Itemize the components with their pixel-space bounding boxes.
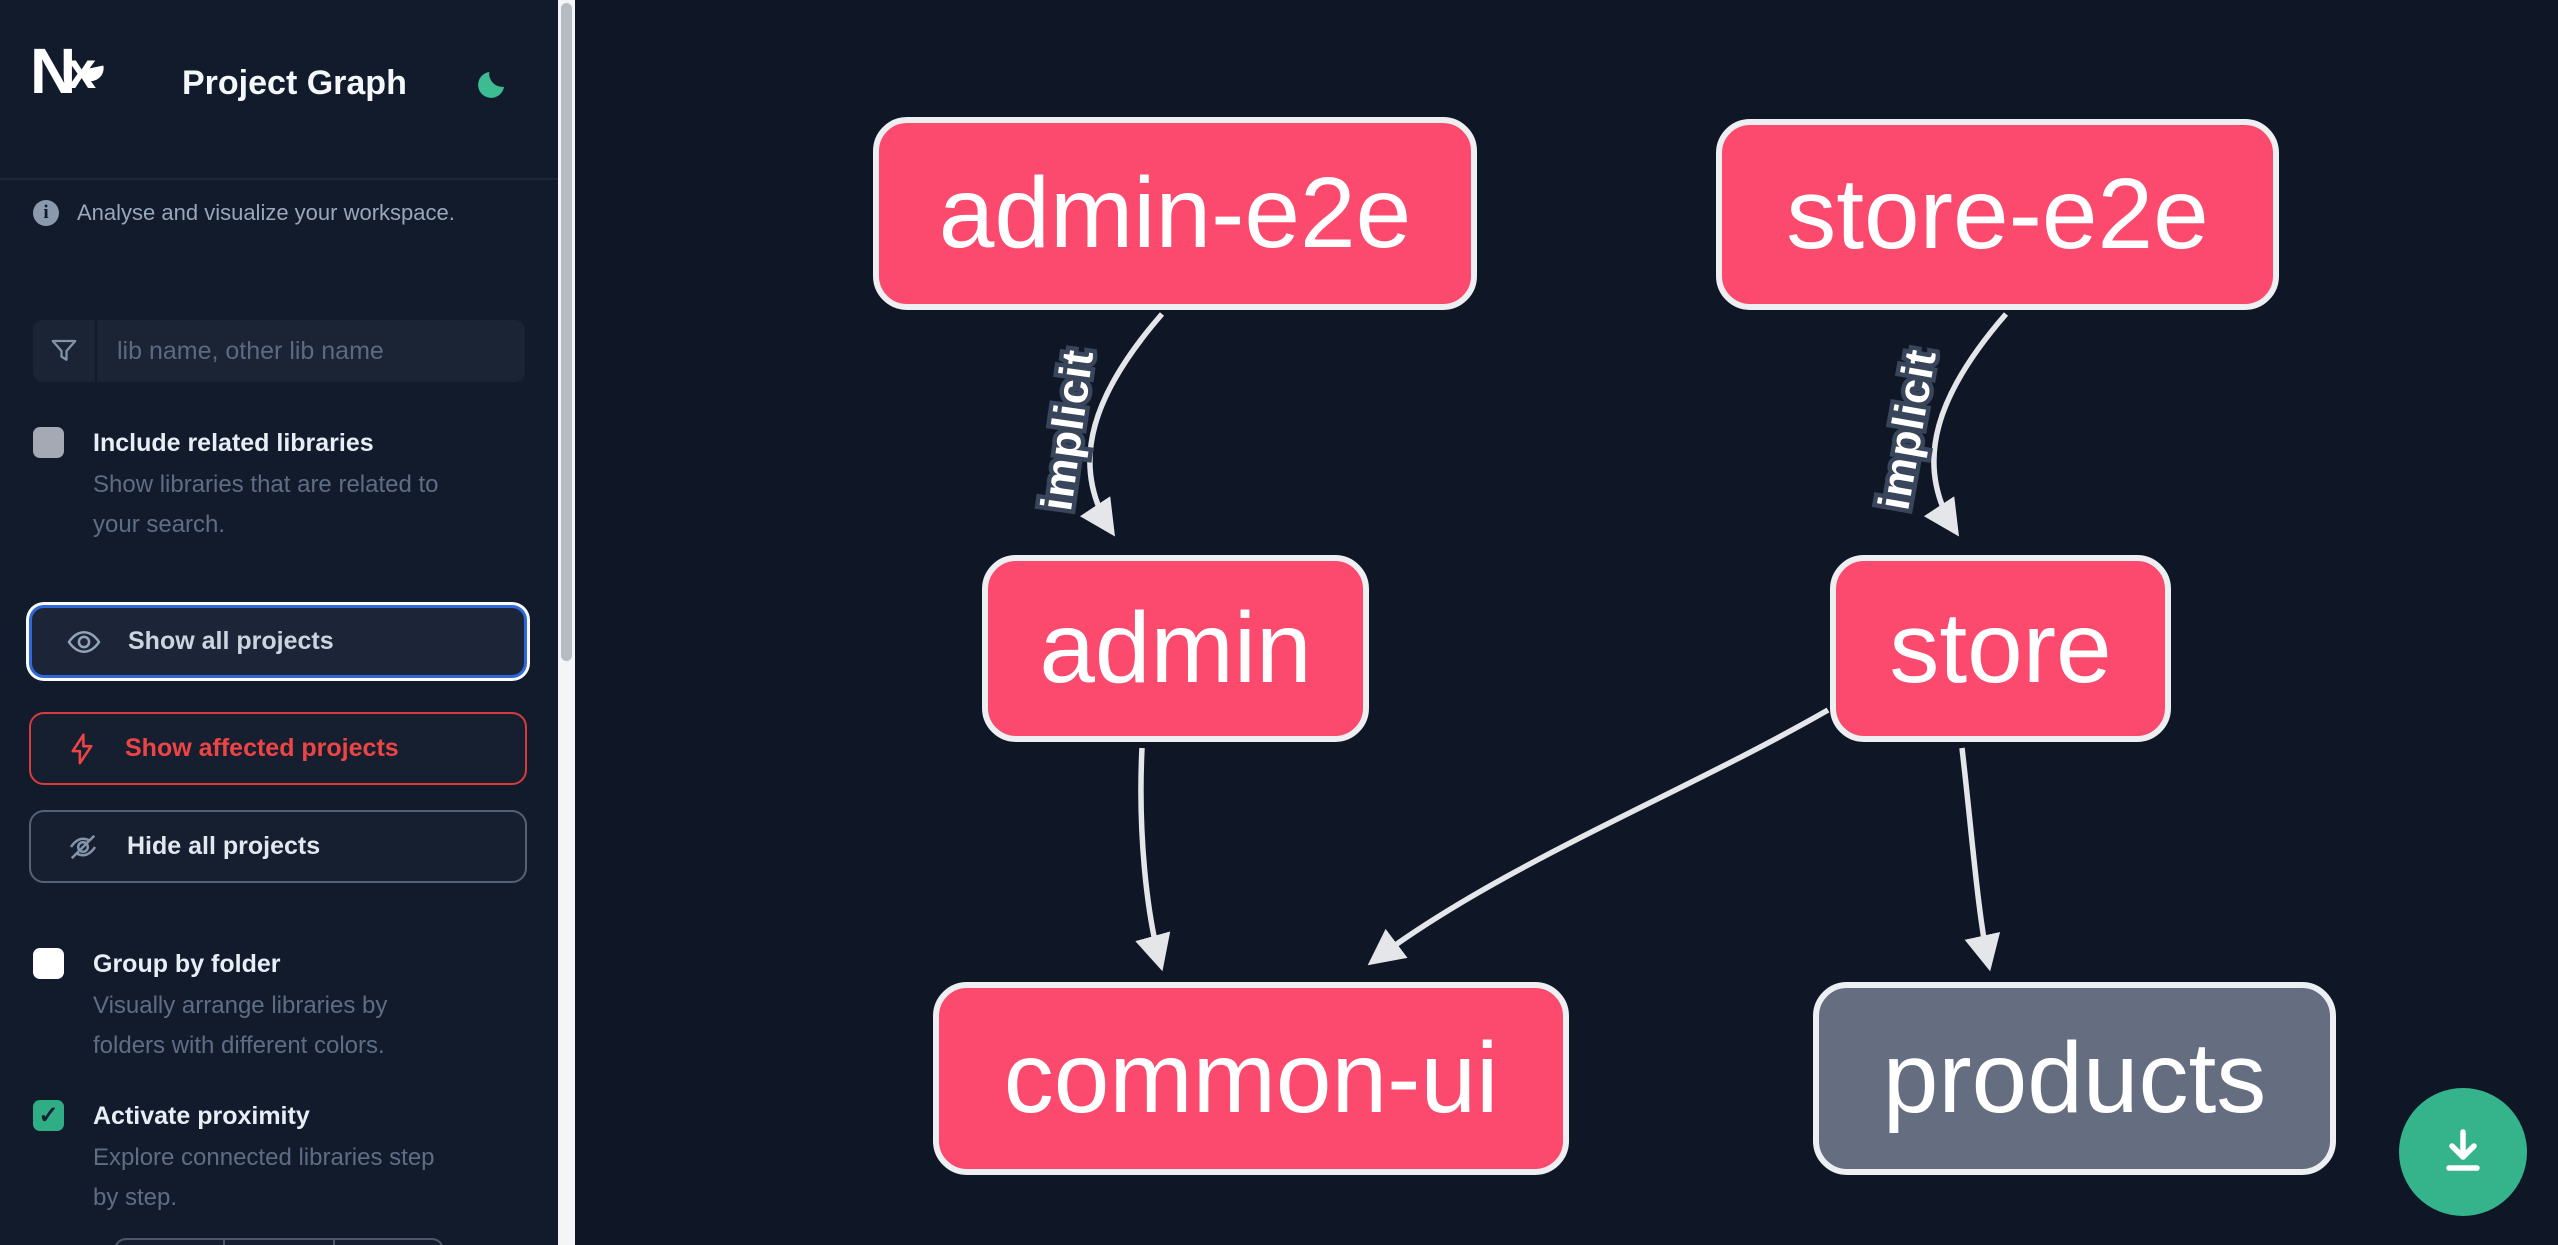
- include-related-setting: Include related libraries Show libraries…: [33, 425, 533, 555]
- edge-store-to-products: [1959, 747, 2001, 972]
- search-input[interactable]: [97, 320, 525, 382]
- graph-node-common-ui[interactable]: common-ui: [933, 982, 1569, 1175]
- edge-admin-e2e-to-admin: [1079, 312, 1165, 537]
- group-by-folder-description: Visually arrange libraries by folders wi…: [93, 992, 388, 1059]
- eye-icon: [67, 630, 101, 653]
- library-search: [33, 320, 525, 382]
- download-graph-button[interactable]: [2399, 1088, 2527, 1216]
- edge-store-e2e-to-store: [1923, 312, 2009, 537]
- activate-proximity-label: Activate proximity: [93, 1102, 310, 1130]
- activate-proximity-description: Explore connected libraries step by step…: [93, 1144, 435, 1211]
- sidebar: Nx Project Graph i Analyse and visualize…: [0, 0, 558, 1245]
- show-affected-projects-button[interactable]: Show affected projects: [29, 712, 527, 785]
- segment-3[interactable]: [335, 1240, 442, 1245]
- include-related-label: Include related libraries: [93, 429, 374, 457]
- download-icon: [2446, 1129, 2480, 1171]
- graph-node-store[interactable]: store: [1830, 555, 2171, 742]
- scrollbar-thumb[interactable]: [561, 3, 572, 661]
- sidebar-scrollbar[interactable]: [558, 0, 575, 1245]
- nx-logo-letter: N: [30, 35, 76, 107]
- activate-proximity-setting: ✓ Activate proximity Explore connected l…: [33, 1098, 533, 1228]
- edge-store-to-common-ui: [1367, 707, 1830, 966]
- group-by-folder-label: Group by folder: [93, 950, 281, 978]
- include-related-description: Show libraries that are related to your …: [93, 471, 439, 538]
- activate-proximity-checkbox[interactable]: ✓: [33, 1100, 64, 1131]
- eye-off-icon: [69, 834, 97, 859]
- hide-all-projects-label: Hide all projects: [127, 832, 321, 860]
- page-title: Project Graph: [182, 64, 407, 102]
- include-related-checkbox[interactable]: [33, 427, 64, 458]
- show-all-projects-button[interactable]: Show all projects: [29, 605, 527, 678]
- graph-node-products[interactable]: products: [1813, 982, 2336, 1175]
- show-affected-projects-label: Show affected projects: [125, 734, 399, 762]
- info-icon: i: [33, 200, 59, 226]
- graph-node-store-e2e[interactable]: store-e2e: [1716, 119, 2279, 310]
- moon-icon: [478, 71, 505, 98]
- proximity-depth-segmented-control[interactable]: [114, 1238, 444, 1245]
- sidebar-header: Nx Project Graph: [0, 0, 558, 180]
- checkmark-icon: ✓: [38, 1102, 59, 1129]
- segment-2[interactable]: [225, 1240, 335, 1245]
- segment-1[interactable]: [116, 1240, 226, 1245]
- lightning-bolt-icon: [71, 733, 93, 764]
- group-by-folder-checkbox[interactable]: [33, 948, 64, 979]
- hide-all-projects-button[interactable]: Hide all projects: [29, 810, 527, 883]
- graph-node-admin-e2e[interactable]: admin-e2e: [873, 117, 1477, 310]
- edge-admin-to-common-ui: [1135, 747, 1171, 972]
- show-all-projects-label: Show all projects: [128, 627, 334, 655]
- dark-mode-toggle[interactable]: [474, 68, 508, 102]
- group-by-folder-setting: Group by folder Visually arrange librari…: [33, 946, 533, 1076]
- nx-logo: Nx: [30, 26, 120, 116]
- workspace-tagline: Analyse and visualize your workspace.: [77, 200, 455, 225]
- workspace-tagline-row: i Analyse and visualize your workspace.: [33, 200, 533, 226]
- filter-funnel-icon: [33, 320, 97, 382]
- graph-node-admin[interactable]: admin: [982, 555, 1369, 742]
